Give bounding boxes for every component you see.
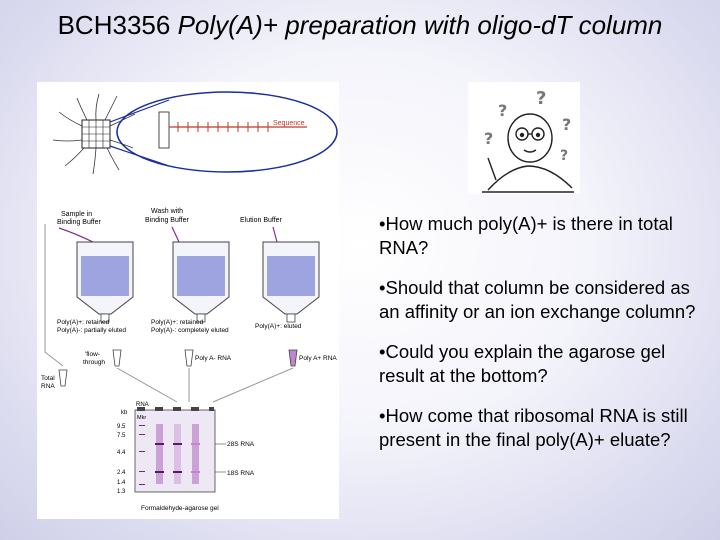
svg-text:?: ? [560, 148, 568, 164]
bullet-list: •How much poly(A)+ is there in total RNA… [379, 212, 699, 468]
sample-label-2: Binding Buffer [57, 219, 102, 226]
svg-text:through: through [83, 359, 105, 366]
band-28s-label: 28S RNA [227, 441, 255, 448]
oligo-dt-diagram: Sequence Sample in Binding Buffer Wash w… [41, 91, 338, 512]
total-rna-tube: Total RNA [41, 369, 68, 390]
bullet-item: •How much poly(A)+ is there in total RNA… [379, 213, 673, 258]
title-topic: Poly(A)+ preparation with oligo-dT colum… [177, 10, 663, 40]
svg-text:?: ? [484, 129, 493, 148]
gel-caption: Formaldehyde-agarose gel [141, 505, 219, 512]
bullet-item: •How come that ribosomal RNA is still pr… [379, 405, 688, 450]
svg-text:'flow-: 'flow- [85, 351, 100, 358]
gel-kb-label: kb [121, 410, 128, 416]
svg-text:Poly A+ RNA: Poly A+ RNA [299, 355, 337, 362]
col1-status-1: Poly(A)+: retained [57, 319, 110, 326]
flowthrough-tube: 'flow- through [83, 349, 122, 367]
sequence-label: Sequence [273, 120, 305, 127]
ladder-1: 9.5 [117, 424, 126, 430]
column-1 [76, 241, 134, 323]
svg-text:Total: Total [41, 375, 55, 382]
confused-student-icon: ? ? ? ? ? [468, 82, 580, 194]
ladder-4: 2.4 [117, 470, 126, 476]
svg-text:?: ? [536, 88, 546, 109]
polyA-plus-tube: Poly A+ RNA [288, 349, 337, 367]
ladder-3: 4.4 [117, 450, 126, 456]
wash-label-2: Binding Buffer [145, 217, 190, 224]
wash-label-1: Wash with [151, 208, 183, 215]
bullet-item: •Should that column be considered as an … [379, 277, 696, 322]
slide-title: BCH3356 Poly(A)+ preparation with oligo-… [0, 8, 720, 42]
bullet-item: •Could you explain the agarose gel resul… [379, 341, 666, 386]
gel-rna-label: RNA [136, 402, 149, 408]
sample-label-1: Sample in [61, 211, 92, 218]
col2-status-2: Poly(A)-: completely eluted [151, 327, 229, 334]
column-2 [172, 241, 230, 323]
col2-status-1: Poly(A)+: retained [151, 319, 204, 326]
svg-text:Poly A- RNA: Poly A- RNA [195, 355, 232, 362]
oligo-dt-figure: Sequence Sample in Binding Buffer Wash w… [37, 82, 339, 519]
svg-text:RNA: RNA [41, 383, 55, 390]
title-course-code: BCH3356 [57, 10, 171, 40]
ladder-5: 1.4 [117, 480, 126, 486]
gel-mkr-label: Mkr [137, 415, 146, 421]
col1-status-2: Poly(A)-: partially eluted [57, 327, 126, 334]
bead-icon [52, 93, 136, 175]
col3-status-1: Poly(A)+: eluted [255, 323, 302, 330]
svg-text:?: ? [498, 101, 507, 120]
ladder-2: 7.5 [117, 433, 126, 439]
column-3 [262, 241, 320, 323]
band-18s-label: 18S RNA [227, 470, 255, 477]
svg-text:?: ? [562, 115, 571, 134]
ladder-6: 1.3 [117, 489, 126, 495]
agarose-gel: kb RNA Mkr 9.5 7.5 4.4 2.4 1.4 1.3 28S R… [117, 402, 255, 512]
elution-label: Elution Buffer [240, 217, 283, 224]
polyA-minus-tube: Poly A- RNA [184, 349, 232, 367]
